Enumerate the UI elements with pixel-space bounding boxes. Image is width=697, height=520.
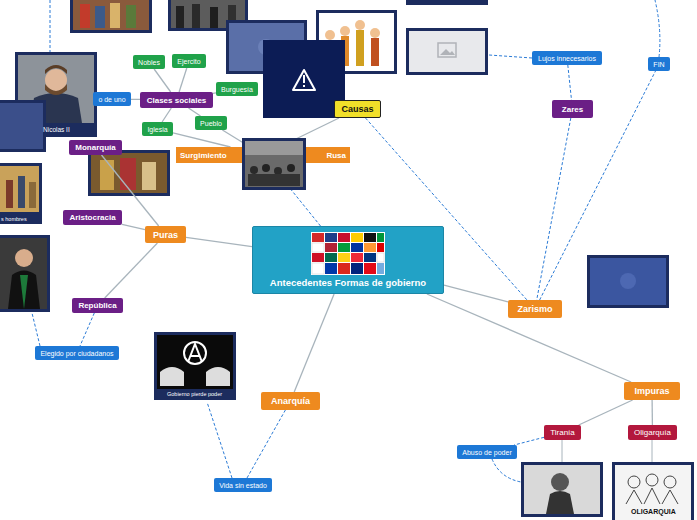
oligarchy-picture	[612, 462, 694, 520]
note-box: o de uno	[93, 92, 131, 106]
dashed-connector	[540, 71, 656, 300]
branch-connector	[427, 294, 631, 382]
topic-box: Impuras	[624, 382, 680, 400]
topic-bar: Surgimiento Rusa	[176, 147, 350, 163]
node-text: República	[78, 301, 116, 310]
subtopic-box: Aristocracia	[63, 210, 122, 225]
branch-connector	[651, 400, 653, 425]
node-text: Oligarquía	[634, 428, 671, 437]
leaf-box: Ejercito	[172, 54, 206, 68]
branch-connector	[154, 69, 171, 92]
branch-connector	[179, 68, 187, 92]
subtopic-box: Clases sociales	[140, 92, 213, 108]
image-caption: Gobierno pierde poder	[167, 391, 222, 397]
branch-connector	[131, 99, 140, 100]
picture	[70, 0, 152, 33]
leaf-box: Iglesia	[142, 122, 173, 136]
node-text: Ejercito	[177, 58, 200, 65]
subtopic-box: República	[72, 298, 123, 313]
revolution-photo	[242, 138, 306, 190]
note-box: Abuso de poder	[457, 445, 517, 459]
branch-connector	[173, 133, 231, 147]
dashed-leader	[655, 0, 660, 57]
node-text: Aristocracia	[69, 213, 115, 222]
node-text: Lujos innecesarios	[538, 55, 596, 62]
dashed-connector	[568, 65, 572, 100]
anarchy-picture	[154, 332, 236, 400]
leader-line	[562, 440, 563, 462]
leaf-box: Pueblo	[195, 116, 227, 130]
topic-box: Zarismo	[508, 300, 562, 318]
dashed-connector	[247, 410, 285, 478]
dashed-connector	[80, 313, 94, 346]
central-topic: Antecedentes Formas de gobierno	[252, 226, 444, 294]
node-text: Nobles	[138, 59, 160, 66]
picture	[587, 255, 669, 308]
node-text: Tiranía	[550, 428, 575, 437]
node-text: Monarquía	[75, 143, 115, 152]
branch-connector	[105, 243, 158, 298]
dashed-connector	[514, 437, 544, 445]
branch-connector	[222, 130, 250, 147]
topic-box: Puras	[145, 226, 186, 243]
note-box: Elegido por ciudadanos	[35, 346, 119, 360]
branch-connector	[444, 285, 508, 302]
warning-picture	[263, 40, 345, 118]
node-text: Anarquía	[271, 396, 310, 406]
image-caption: s hombres	[1, 216, 27, 222]
placeholder-picture	[406, 0, 488, 75]
node-text: Pueblo	[200, 120, 222, 127]
node-text: Burguesía	[221, 86, 253, 93]
branch-connector	[294, 294, 334, 392]
node-text: Surgimiento	[180, 151, 227, 160]
leaf-box: Nobles	[133, 55, 165, 69]
subtopic-box: Zares	[552, 100, 593, 118]
note-box: FIN	[648, 57, 670, 71]
dashed-leader	[50, 0, 51, 52]
picture	[0, 235, 50, 312]
branch-connector	[189, 108, 201, 116]
branch-connector	[579, 400, 633, 425]
dashed-leader	[489, 55, 532, 58]
branch-connector	[162, 108, 171, 122]
subtopic-box: Monarquía	[69, 140, 122, 155]
leader-line	[652, 440, 653, 462]
dashed-leader	[207, 402, 232, 478]
branch-connector	[122, 224, 145, 229]
topic-box: Causas	[334, 100, 381, 118]
note-box: Vida sin estado	[214, 478, 272, 492]
node-text: o de uno	[98, 96, 125, 103]
picture	[0, 100, 46, 152]
node-text: FIN	[653, 61, 664, 68]
node-text: Iglesia	[147, 126, 167, 133]
image-caption: OLIGARQUIA	[631, 508, 676, 515]
node-text: Puras	[153, 230, 178, 240]
branch-connector	[279, 118, 339, 147]
node-text: Zarismo	[517, 304, 552, 314]
node-text: Elegido por ciudadanos	[40, 350, 113, 357]
branch-connector	[186, 237, 252, 246]
node-text: Vida sin estado	[219, 482, 267, 489]
subtopic-box: Oligarquía	[628, 425, 677, 440]
dashed-leader	[492, 459, 521, 482]
node-text: Causas	[341, 104, 373, 114]
node-text: Zares	[562, 105, 583, 114]
note-box: Lujos innecesarios	[532, 51, 602, 65]
topic-box: Anarquía	[261, 392, 320, 410]
node-text: Impuras	[634, 386, 669, 396]
image-caption: Nicolas II	[43, 126, 70, 133]
flags-picture	[311, 232, 385, 275]
subtopic-box: Tiranía	[544, 425, 581, 440]
node-text: Rusa	[326, 151, 346, 160]
node-text: Abuso de poder	[462, 449, 511, 456]
leaf-box: Burguesía	[216, 82, 258, 96]
dashed-connector	[270, 163, 321, 226]
node-text: Antecedentes Formas de gobierno	[270, 277, 426, 288]
dashed-leader	[32, 313, 40, 346]
node-text: Clases sociales	[147, 96, 207, 105]
tyranny-picture	[521, 462, 603, 517]
picture	[0, 163, 42, 224]
